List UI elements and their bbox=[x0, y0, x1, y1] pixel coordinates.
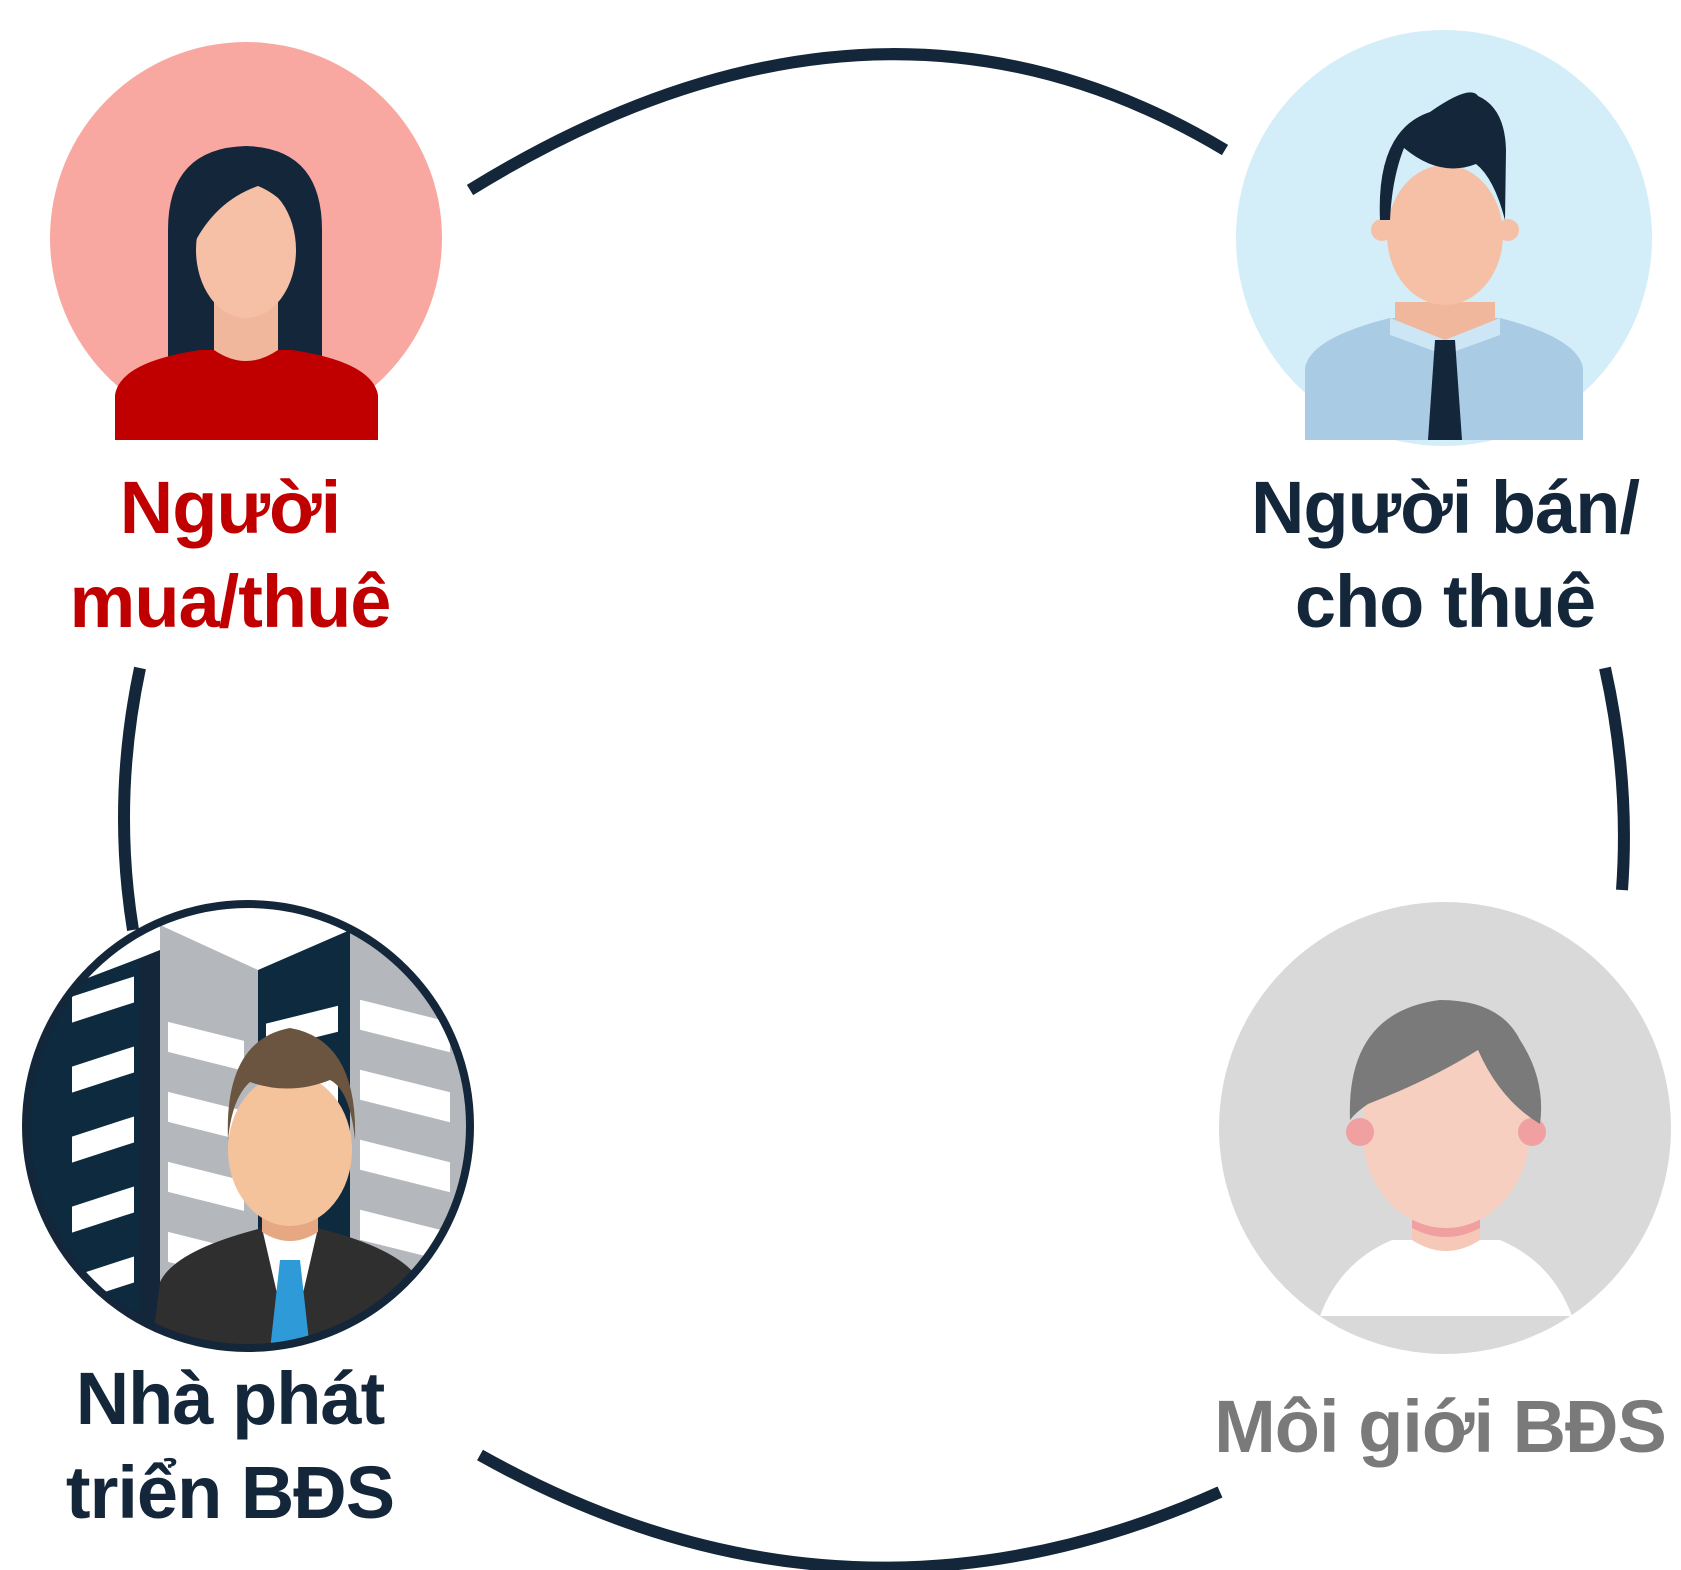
broker-label: Môi giới BĐS bbox=[1200, 1380, 1680, 1474]
woman-avatar-icon bbox=[50, 42, 442, 440]
developer-label-line1: Nhà phát bbox=[75, 1357, 386, 1440]
connection-ring bbox=[118, 48, 1630, 1570]
buyer-label-line2: mua/thuê bbox=[69, 560, 392, 643]
seller-label-line1: Người bán/ bbox=[1250, 466, 1640, 549]
buyer-label: Người mua/thuê bbox=[30, 461, 430, 649]
broker-avatar-icon bbox=[1219, 902, 1671, 1354]
arc-seller-broker bbox=[1599, 666, 1630, 891]
buyer-label-line1: Người bbox=[119, 466, 341, 549]
arc-developer-buyer bbox=[118, 666, 146, 931]
arc-buyer-seller bbox=[466, 48, 1229, 196]
arc-broker-developer bbox=[477, 1449, 1223, 1570]
developer-label-line2: triển BĐS bbox=[65, 1451, 395, 1534]
developer-with-buildings-icon bbox=[22, 900, 474, 1352]
seller-label: Người bán/ cho thuê bbox=[1215, 461, 1675, 649]
broker-label-line1: Môi giới BĐS bbox=[1214, 1385, 1667, 1468]
developer-label: Nhà phát triển BĐS bbox=[20, 1352, 440, 1540]
seller-label-line2: cho thuê bbox=[1294, 560, 1596, 643]
businessman-avatar-icon bbox=[1236, 30, 1652, 446]
